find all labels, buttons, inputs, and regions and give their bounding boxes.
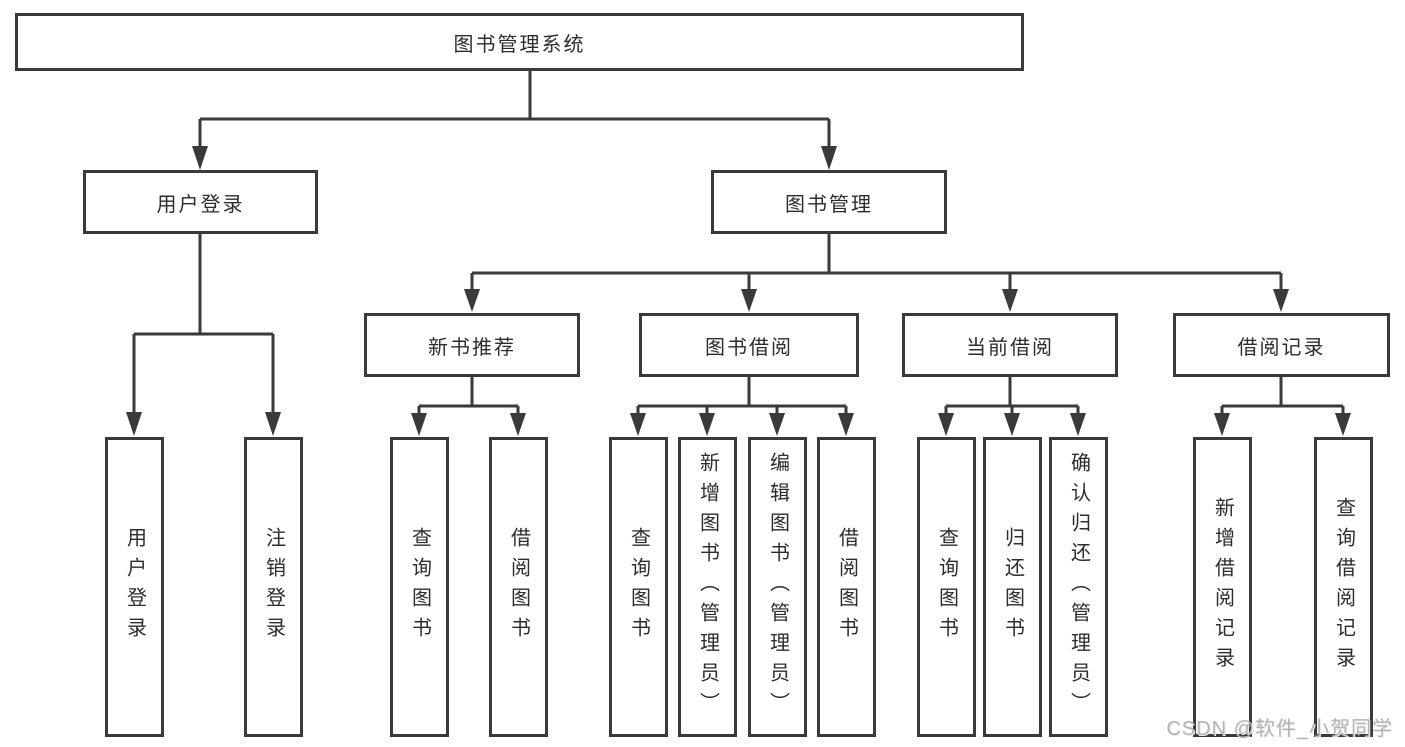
node-current-borrow: 当前借阅 xyxy=(902,313,1118,377)
leaf-query-books-current-label: 查询图书 xyxy=(935,527,958,647)
leaf-edit-book-admin: 编辑图书（管理员） xyxy=(748,437,807,737)
leaf-return-books-label: 归还图书 xyxy=(1001,527,1024,647)
leaf-return-books: 归还图书 xyxy=(983,437,1042,737)
node-user-login: 用户登录 xyxy=(83,170,318,234)
leaf-query-books-current: 查询图书 xyxy=(917,437,976,737)
node-borrow-records: 借阅记录 xyxy=(1173,313,1390,377)
leaf-edit-book-admin-label: 编辑图书（管理员） xyxy=(766,452,789,722)
edge-records-to-leaves xyxy=(1214,377,1351,436)
node-book-borrow: 图书借阅 xyxy=(639,313,859,377)
leaf-query-books-recommend: 查询图书 xyxy=(390,437,449,737)
leaf-add-borrow-record-label: 新增借阅记录 xyxy=(1211,497,1234,677)
leaf-user-login: 用户登录 xyxy=(105,437,164,737)
leaf-query-borrow-record-label: 查询借阅记录 xyxy=(1332,497,1355,677)
node-new-book-recommend: 新书推荐 xyxy=(364,313,580,377)
edge-bookmgmt-to-level3 xyxy=(464,234,1289,312)
edge-recommend-to-leaves xyxy=(411,377,526,436)
edge-userlogin-to-leaves xyxy=(126,234,281,436)
edge-root-to-level2 xyxy=(192,70,837,170)
leaf-query-books-recommend-label: 查询图书 xyxy=(408,527,431,647)
leaf-confirm-return-admin: 确认归还（管理员） xyxy=(1049,437,1108,737)
csdn-watermark: CSDN @软件_小贺同学 xyxy=(1166,718,1393,740)
edge-borrow-to-leaves xyxy=(630,377,854,436)
node-root-system: 图书管理系统 xyxy=(15,13,1024,71)
leaf-add-borrow-record: 新增借阅记录 xyxy=(1193,437,1252,737)
leaf-borrow-books: 借阅图书 xyxy=(817,437,876,737)
leaf-borrow-books-label: 借阅图书 xyxy=(835,527,858,647)
leaf-add-book-admin: 新增图书（管理员） xyxy=(678,437,737,737)
leaf-logout: 注销登录 xyxy=(244,437,303,737)
leaf-borrow-books-recommend: 借阅图书 xyxy=(489,437,548,737)
edge-current-to-leaves xyxy=(938,377,1086,436)
node-book-management: 图书管理 xyxy=(711,170,947,234)
leaf-add-book-admin-label: 新增图书（管理员） xyxy=(696,452,719,722)
leaf-logout-label: 注销登录 xyxy=(262,527,285,647)
leaf-user-login-label: 用户登录 xyxy=(123,527,146,647)
leaf-borrow-books-recommend-label: 借阅图书 xyxy=(507,527,530,647)
leaf-query-books-borrow: 查询图书 xyxy=(609,437,668,737)
leaf-confirm-return-admin-label: 确认归还（管理员） xyxy=(1067,452,1090,722)
leaf-query-borrow-record: 查询借阅记录 xyxy=(1314,437,1373,737)
leaf-query-books-borrow-label: 查询图书 xyxy=(627,527,650,647)
